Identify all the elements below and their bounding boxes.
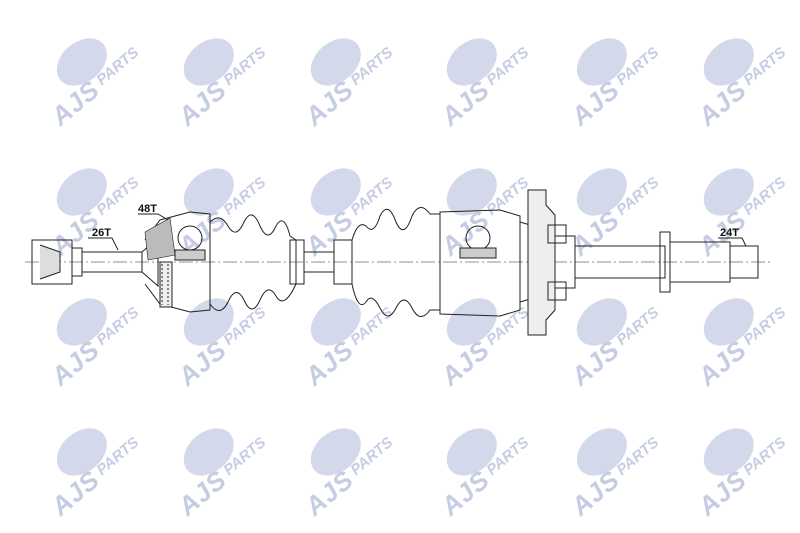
intermediate-shaft	[574, 245, 666, 279]
inner-cv-joint	[439, 209, 541, 317]
label-26t: 26T	[92, 227, 111, 239]
bearing-bracket	[527, 189, 576, 336]
label-24t: 24T	[720, 227, 739, 239]
inner-spline	[729, 245, 759, 279]
label-48t: 48T	[138, 203, 157, 215]
outer-stub-end	[31, 236, 159, 288]
outer-cv-joint	[144, 211, 211, 313]
outer-boot	[209, 214, 297, 311]
